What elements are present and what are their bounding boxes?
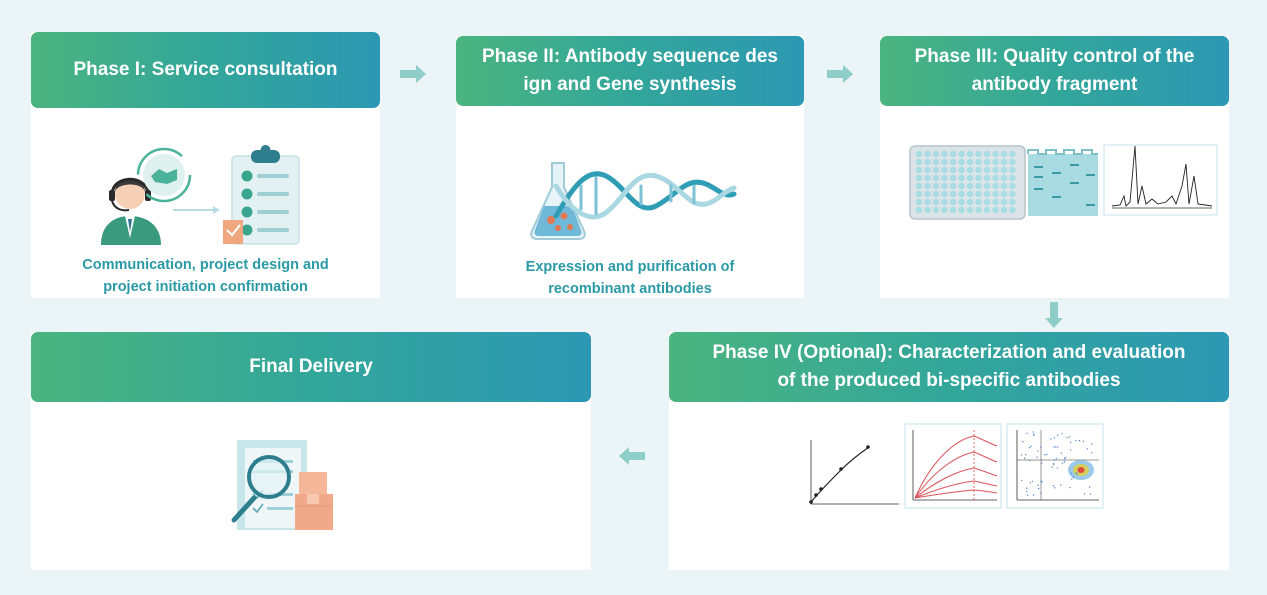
phase-2-title: Phase II: Antibody sequence des ign and … [482,46,778,95]
phase-4-card: Phase IV (Optional): Characterization an… [669,332,1229,570]
gel-electrophoresis-icon [1027,149,1098,216]
phase-2-card: Phase II: Antibody sequence des ign and … [456,36,804,298]
phase-3-card: Phase III: Quality control of the antibo… [880,36,1229,298]
phase-4-title: Phase IV (Optional): Characterization an… [712,342,1186,391]
final-delivery-header: Final Delivery [31,332,591,402]
binding-kinetics-chart-icon [904,423,1002,509]
well-plate-icon [909,145,1026,220]
dna-helix-icon [553,171,737,220]
final-delivery-card: Final Delivery [31,332,591,570]
phase-1-header: Phase I: Service consultation [31,32,380,108]
handshake-icon [136,147,192,203]
flow-arrow-right-1 [400,65,426,83]
final-delivery-title: Final Delivery [249,356,373,377]
checklist-clipboard-icon [223,145,300,245]
phase-2-header: Phase II: Antibody sequence des ign and … [456,36,804,106]
final-delivery-illustration [231,440,333,530]
phase-3-header: Phase III: Quality control of the antibo… [880,36,1229,106]
flow-cytometry-plot-icon [1006,423,1104,509]
phase-3-title: Phase III: Quality control of the antibo… [914,46,1195,95]
phase-1-illustration [101,145,300,245]
flask-icon [530,162,586,240]
customer-service-agent-icon [101,177,161,245]
chromatogram-icon [1103,144,1218,216]
package-boxes-icon [295,472,333,530]
phase-2-caption: Expression and purification of recombina… [525,259,735,297]
phase-4-illustration [809,423,1104,509]
phase-3-illustration [909,144,1218,220]
flow-arrow-left [619,447,645,465]
phase-1-card: Phase I: Service consultation [31,32,380,298]
phase-2-illustration [530,162,737,240]
dose-response-curve-icon [809,440,899,505]
flow-arrow-down [1045,302,1063,328]
phase-4-header: Phase IV (Optional): Characterization an… [669,332,1229,402]
phase-1-caption: Communication, project design and projec… [82,257,329,295]
flow-arrow-right-2 [827,65,853,83]
phase-1-title: Phase I: Service consultation [73,59,338,80]
